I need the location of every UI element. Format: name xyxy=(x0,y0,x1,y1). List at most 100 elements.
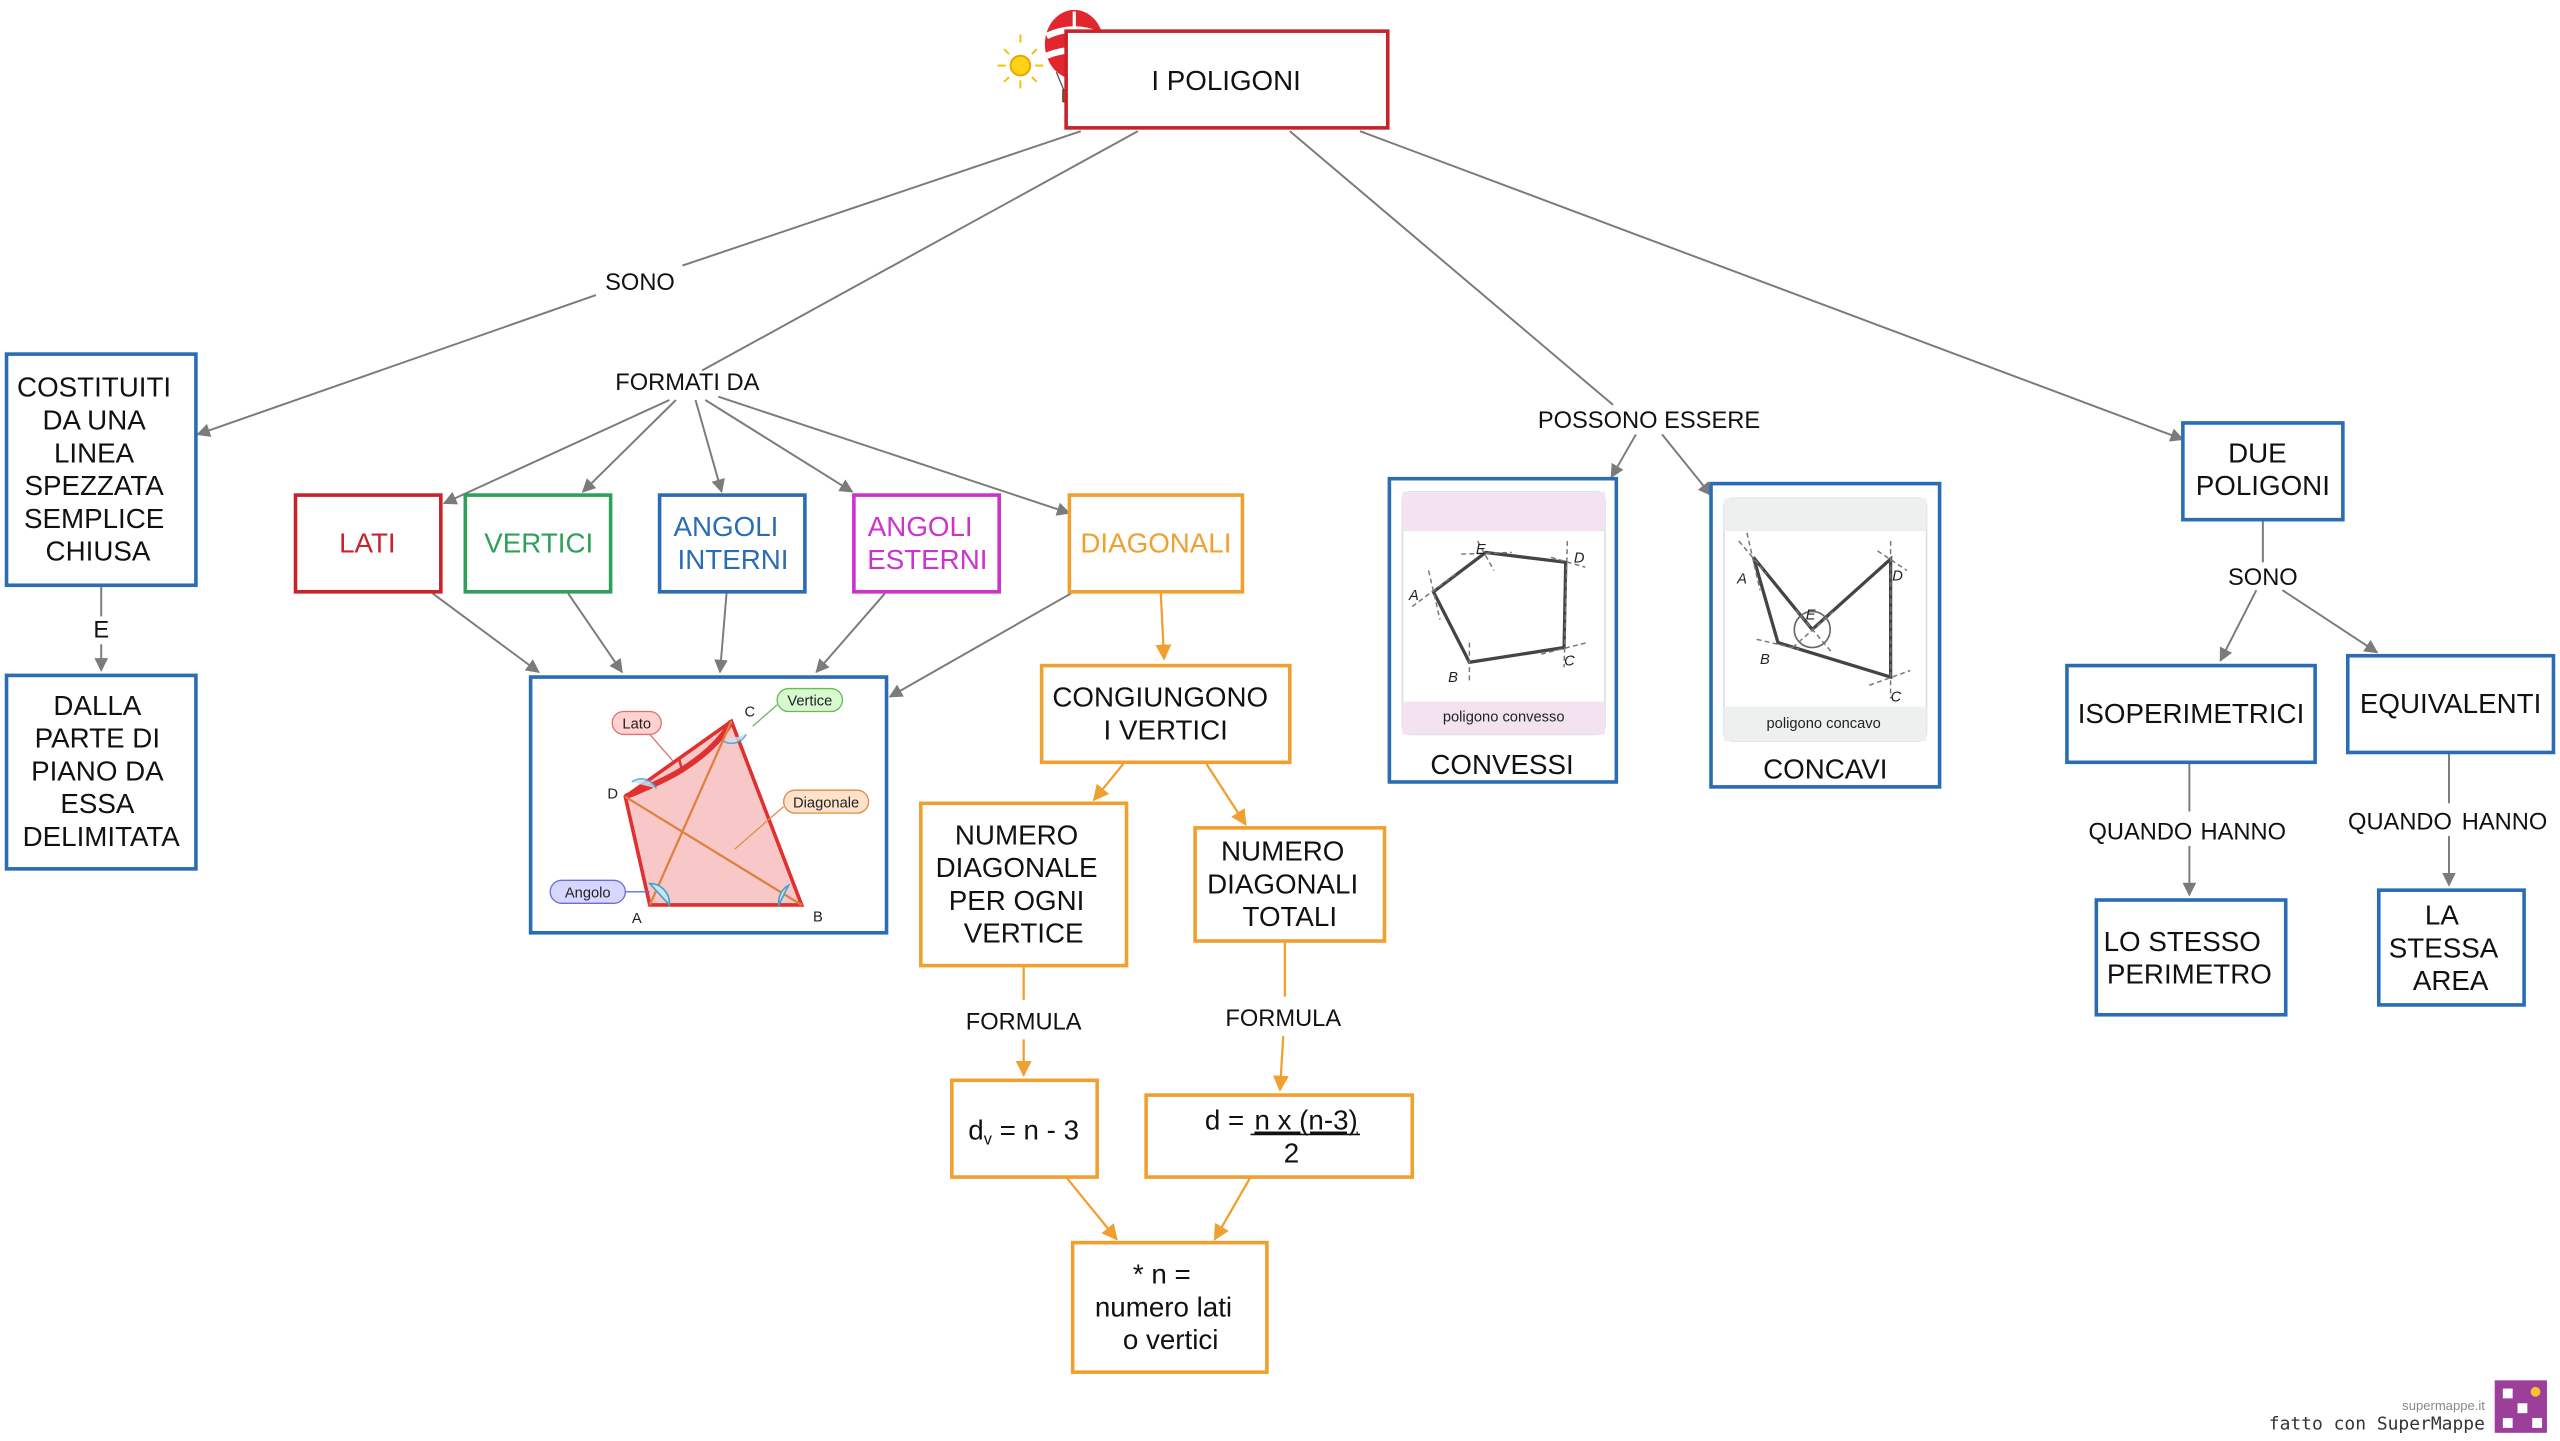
numero-diagonali-line-3: TOTALI xyxy=(1243,901,1338,932)
dalla-parte-line-4: ESSA xyxy=(60,788,134,819)
node-title[interactable]: I POLIGONI xyxy=(1064,29,1390,130)
formula-d-lhs: d = xyxy=(1205,1104,1244,1135)
convex-caption: poligono convesso xyxy=(1443,709,1565,725)
vertex-d-label: D xyxy=(607,786,618,802)
concavi-text: CONCAVI xyxy=(1763,754,1887,785)
convex-label-c: C xyxy=(1564,654,1575,670)
costituiti-text: COSTITUITI DA UNA LINEA SPEZZATA SEMPLIC… xyxy=(17,372,179,567)
dalla-parte-line-2: PARTE DI xyxy=(35,722,160,753)
footer-made-with: fatto con SuperMappe xyxy=(2269,1413,2485,1434)
node-stessa-area[interactable]: LA STESSA AREA xyxy=(2376,888,2526,1007)
concave-label-d: D xyxy=(1892,568,1903,584)
node-equivalenti[interactable]: EQUIVALENTI xyxy=(2345,653,2556,755)
svg-text:Angolo: Angolo xyxy=(565,886,611,902)
stessa-area-line-1: LA xyxy=(2425,900,2459,931)
link-formula-2: FORMULA xyxy=(1225,1006,1341,1032)
node-convessi[interactable]: A E D C B poligono convesso CONVESSI xyxy=(1387,476,1619,784)
concave-caption: poligono concavo xyxy=(1767,716,1881,732)
dalla-parte-text: DALLA PARTE DI PIANO DA ESSA DELIMITATA xyxy=(23,690,181,852)
stessa-area-text: LA STESSA AREA xyxy=(2389,900,2506,997)
numero-diagonali-text: NUMERO DIAGONALI TOTALI xyxy=(1207,836,1366,933)
svg-text:Lato: Lato xyxy=(622,717,651,733)
convex-label-d: D xyxy=(1574,550,1585,566)
stesso-perimetro-line-2: PERIMETRO xyxy=(2107,959,2272,990)
link-formati-da: FORMATI DA xyxy=(615,370,759,396)
concave-label-c: C xyxy=(1891,690,1902,706)
node-costituiti[interactable]: COSTITUITI DA UNA LINEA SPEZZATA SEMPLIC… xyxy=(4,352,198,588)
link-quando-2: QUANDO xyxy=(2348,809,2452,835)
n-note-line-2: numero lati xyxy=(1095,1291,1232,1322)
convex-label-a: A xyxy=(1408,588,1419,604)
node-numero-diagonali-totali[interactable]: NUMERO DIAGONALI TOTALI xyxy=(1193,826,1387,943)
link-labels: SONO FORMATI DA POSSONO ESSERE E FORMULA… xyxy=(93,270,2547,1035)
isoperimetrici-text: ISOPERIMETRICI xyxy=(2078,698,2305,729)
convex-label-e: E xyxy=(1476,542,1486,558)
costituiti-line-3: LINEA xyxy=(54,437,135,468)
numero-diagonale-line-3: PER OGNI xyxy=(949,885,1085,916)
label-vertice: Vertice xyxy=(752,687,844,727)
angoli-interni-line-1: ANGOLI xyxy=(674,511,779,542)
costituiti-line-4: SPEZZATA xyxy=(24,470,164,501)
n-note-line-1: * n = xyxy=(1133,1259,1191,1290)
node-concavi[interactable]: A E D C B poligono concavo CONCAVI xyxy=(1709,481,1942,789)
node-formula-d[interactable]: d = n x (n-3) 2 xyxy=(1144,1093,1415,1179)
node-stesso-perimetro[interactable]: LO STESSO PERIMETRO xyxy=(2094,898,2288,1017)
formula-dv-text: dv = n - 3 xyxy=(968,1114,1079,1148)
node-angoli-esterni[interactable]: ANGOLI ESTERNI xyxy=(852,493,1001,594)
connectors xyxy=(94,130,2456,897)
node-isoperimetrici[interactable]: ISOPERIMETRICI xyxy=(2065,663,2317,765)
polygon-diagram: Lato Vertice Diagonale Angolo D C A B xyxy=(549,687,870,927)
node-polygon-figure[interactable]: Lato Vertice Diagonale Angolo D C A B xyxy=(528,675,889,935)
congiungono-line-2: I VERTICI xyxy=(1104,714,1228,745)
stesso-perimetro-line-1: LO STESSO xyxy=(2104,926,2261,957)
convex-label-b: B xyxy=(1448,670,1458,686)
vertex-c-label: C xyxy=(744,704,755,720)
link-e: E xyxy=(93,618,109,644)
n-note-line-3: o vertici xyxy=(1123,1324,1219,1355)
dalla-parte-line-3: PIANO DA xyxy=(31,755,164,786)
link-quando-1: QUANDO xyxy=(2088,819,2192,845)
equivalenti-text: EQUIVALENTI xyxy=(2360,688,2541,719)
label-angolo: Angolo xyxy=(549,879,650,904)
stesso-perimetro-text: LO STESSO PERIMETRO xyxy=(2104,926,2272,990)
link-hanno-2: HANNO xyxy=(2462,809,2547,835)
node-congiungono[interactable]: CONGIUNGONO I VERTICI xyxy=(1039,663,1292,765)
label-diagonale: Diagonale xyxy=(734,789,870,850)
vertex-a-label: A xyxy=(632,911,642,927)
footer-site: supermappe.it xyxy=(2402,1398,2485,1413)
node-angoli-interni[interactable]: ANGOLI INTERNI xyxy=(657,493,807,594)
numero-diagonali-line-2: DIAGONALI xyxy=(1207,868,1358,899)
node-n-note[interactable]: * n = numero lati o vertici xyxy=(1070,1240,1269,1374)
node-formula-dv[interactable]: dv = n - 3 xyxy=(950,1078,1099,1179)
costituiti-line-6: CHIUSA xyxy=(46,536,151,567)
congiungono-text: CONGIUNGONO I VERTICI xyxy=(1052,682,1275,746)
numero-diagonale-line-2: DIAGONALE xyxy=(936,852,1098,883)
formula-d-numerator: n x (n-3) xyxy=(1254,1104,1357,1135)
footer-brand[interactable]: supermappe.it fatto con SuperMappe xyxy=(2269,1380,2547,1435)
node-dalla-parte[interactable]: DALLA PARTE DI PIANO DA ESSA DELIMITATA xyxy=(4,673,198,871)
label-lato: Lato xyxy=(611,710,674,762)
link-sono-2: SONO xyxy=(2228,565,2298,591)
angoli-esterni-line-2: ESTERNI xyxy=(867,544,987,575)
concave-polygon-image: A E D C B poligono concavo xyxy=(1723,497,1928,742)
costituiti-line-5: SEMPLICE xyxy=(24,503,164,534)
node-vertici[interactable]: VERTICI xyxy=(463,493,613,594)
sun-icon xyxy=(997,34,1044,89)
node-lati[interactable]: LATI xyxy=(293,493,443,594)
link-sono: SONO xyxy=(605,270,675,296)
dalla-parte-line-5: DELIMITATA xyxy=(23,821,181,852)
stessa-area-line-3: AREA xyxy=(2413,965,2489,996)
formula-d-denominator: 2 xyxy=(1284,1137,1299,1168)
angoli-esterni-line-1: ANGOLI xyxy=(868,511,973,542)
vertici-text: VERTICI xyxy=(484,527,593,558)
node-due-poligoni[interactable]: DUE POLIGONI xyxy=(2181,421,2345,522)
vertex-b-label: B xyxy=(813,909,823,925)
node-diagonali[interactable]: DIAGONALI xyxy=(1067,493,1245,594)
concave-label-b: B xyxy=(1760,652,1770,668)
diagonali-text: DIAGONALI xyxy=(1080,527,1231,558)
node-numero-diagonale-vertice[interactable]: NUMERO DIAGONALE PER OGNI VERTICE xyxy=(919,801,1129,968)
congiungono-line-1: CONGIUNGONO xyxy=(1052,682,1268,713)
link-possono-essere: POSSONO ESSERE xyxy=(1538,408,1760,434)
link-hanno-1: HANNO xyxy=(2201,819,2286,845)
supermappe-logo-icon xyxy=(2494,1380,2547,1433)
